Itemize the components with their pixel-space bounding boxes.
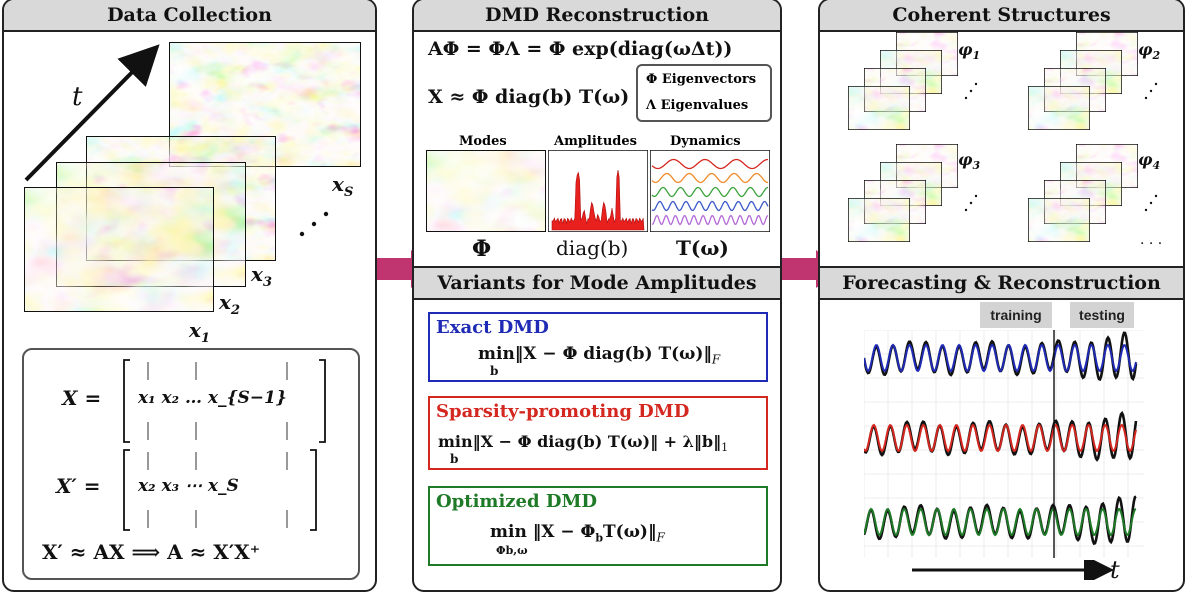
exact-dmd-subscript: b	[490, 364, 499, 378]
phi2-label: φ2	[1138, 40, 1161, 63]
time-axis-label: t	[1110, 556, 1120, 584]
mode-snapshot	[848, 198, 910, 242]
measured-signal	[864, 410, 1138, 462]
operator-A-equation: X′ ≈ AX ⟹ A ≈ X′X⁺	[42, 540, 261, 564]
mode-snapshot	[848, 86, 910, 130]
stack-ellipsis	[964, 194, 978, 212]
mode-stacks	[820, 32, 1183, 264]
col-modes-label: Modes	[459, 134, 507, 149]
dmd-reconstruction-header: DMD Reconstruction	[414, 0, 780, 32]
data-collection-panel: Data Collection t xS x3 x2 x1 X =	[2, 0, 377, 592]
dynamics-curve	[651, 158, 769, 170]
variants-title: Variants for Mode Amplitudes	[437, 272, 757, 294]
flow-arrow-1-shaft	[377, 258, 411, 280]
label-xs: xS	[332, 172, 354, 200]
matrix-Xprime-row: x₂ x₃ ⋯ x_S	[138, 476, 239, 496]
dmd-reconstruction-signal	[864, 343, 1137, 373]
exact-dmd-title: Exact DMD	[436, 317, 549, 338]
matrix-definition-box: X = x₁ x₂ … x_{S−1} X′ = x₂ x₃ ⋯ x_S X′ …	[22, 348, 360, 580]
time-axis-arrow	[912, 560, 1114, 580]
time-label: t	[72, 82, 83, 112]
time-arrow	[24, 44, 160, 182]
col-dynamics-label: Dynamics	[670, 134, 741, 149]
snapshot-x1	[24, 187, 214, 312]
matrix-Xprime-lhs: X′ =	[56, 474, 101, 498]
data-collection-header: Data Collection	[4, 0, 375, 32]
legend-eigenvalues: Λ Eigenvalues	[646, 98, 749, 113]
stack-dots	[296, 200, 336, 240]
dmd-reconstruction-panel: DMD Reconstruction AΦ = ΦΛ = Φ exp(diag(…	[412, 0, 782, 592]
modes-image	[426, 150, 546, 232]
flow-arrow-2-shaft	[782, 258, 816, 280]
optimized-dmd-title: Optimized DMD	[436, 491, 597, 512]
eigen-equation: AΦ = ΦΛ = Φ exp(diag(ωΔt))	[428, 38, 733, 60]
phi4-label: φ4	[1138, 150, 1161, 173]
dynamics-curve	[651, 200, 769, 212]
sparsity-dmd-box: Sparsity-promoting DMD min‖X − Φ diag(b)…	[428, 396, 768, 470]
training-tag: training	[980, 302, 1052, 328]
phi3-label: φ3	[958, 150, 981, 173]
stack-ellipsis	[1144, 82, 1158, 100]
forecast-plot	[864, 330, 1144, 558]
phi-symbol: Φ	[472, 236, 492, 262]
matrix-X-brackets	[123, 359, 326, 443]
phi1-label: φ1	[958, 40, 981, 63]
exact-dmd-box: Exact DMD min‖X − Φ diag(b) T(ω)‖F b	[428, 312, 768, 382]
forecasting-header: Forecasting & Reconstruction	[820, 266, 1183, 300]
stack-ellipsis	[1144, 194, 1158, 212]
sparsity-dmd-title: Sparsity-promoting DMD	[436, 401, 690, 422]
dmd-reconstruction-title: DMD Reconstruction	[485, 4, 709, 26]
mode-snapshot	[1028, 86, 1090, 130]
label-x2: x2	[219, 290, 240, 318]
matrix-X-row: x₁ x₂ … x_{S−1}	[138, 388, 287, 408]
matrix-X-lhs: X =	[62, 386, 102, 410]
dmd-reconstruction-signal	[864, 423, 1137, 453]
sparsity-dmd-subscript: b	[450, 452, 459, 466]
coherent-structures-header: Coherent Structures	[820, 0, 1183, 32]
col-amplitudes-label: Amplitudes	[554, 134, 637, 149]
optimized-dmd-box: Optimized DMD min ‖X − ΦbT(ω)‖F Φb,ω	[428, 486, 768, 566]
label-x3: x3	[251, 262, 272, 290]
optimized-dmd-objective: min ‖X − ΦbT(ω)‖F	[490, 522, 665, 545]
optimized-dmd-subscript: Φb,ω	[496, 544, 528, 557]
legend-eigenvectors: Φ Eigenvectors	[646, 72, 757, 87]
label-x1: x1	[189, 318, 210, 346]
dynamics-curve	[651, 186, 769, 198]
dmd-reconstruction-signal	[864, 507, 1137, 537]
testing-tag: testing	[1070, 302, 1134, 328]
data-collection-title: Data Collection	[107, 4, 272, 26]
amplitude-spectrum	[551, 169, 645, 231]
matrix-Xprime-brackets	[123, 449, 317, 531]
amplitudes-plot	[548, 150, 648, 232]
dmd-approximation: X ≈ Φ diag(b) T(ω)	[428, 86, 630, 108]
dynamics-curve	[651, 172, 769, 184]
symbol-legend: Φ Eigenvectors Λ Eigenvalues	[636, 64, 772, 122]
dynamics-curve	[651, 214, 769, 226]
variants-header: Variants for Mode Amplitudes	[414, 266, 780, 300]
dynamics-plot	[650, 150, 770, 232]
mode-snapshot	[1028, 198, 1090, 242]
forecasting-title: Forecasting & Reconstruction	[842, 272, 1161, 294]
diag-b-symbol: diag(b)	[556, 236, 629, 260]
exact-dmd-objective: min‖X − Φ diag(b) T(ω)‖F	[478, 344, 721, 367]
sparsity-dmd-objective: min‖X − Φ diag(b) T(ω)‖ + λ‖b‖1	[438, 432, 729, 455]
coherent-structures-title: Coherent Structures	[892, 4, 1111, 26]
coherent-structures-panel: Coherent Structures φ1 φ2 φ3 φ4 · · · Fo…	[818, 0, 1185, 592]
T-omega-symbol: T(ω)	[676, 236, 729, 260]
stack-ellipsis	[964, 82, 978, 100]
more-modes-ellipsis: · · ·	[1140, 236, 1163, 252]
